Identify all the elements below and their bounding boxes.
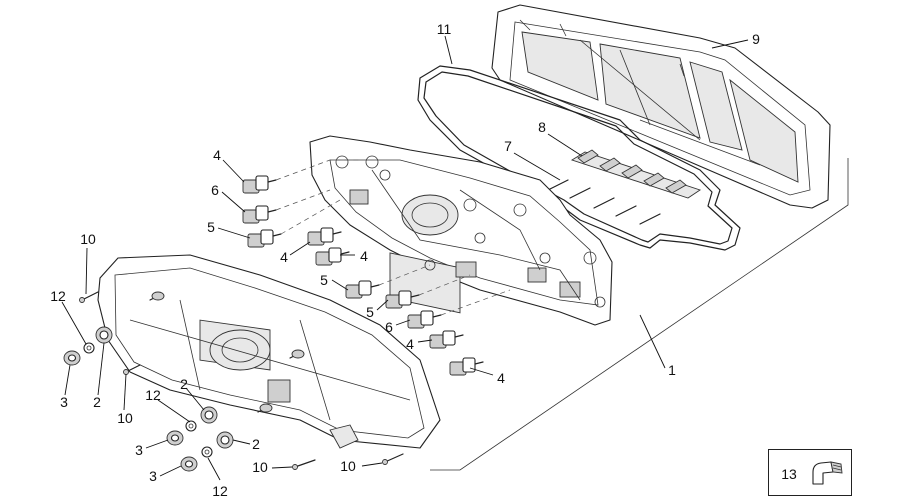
- bulb-socket: [315, 247, 350, 266]
- washer-12: [83, 342, 95, 354]
- callout-5: 5: [366, 304, 374, 320]
- nut-3: [63, 350, 81, 366]
- housing-stud: [289, 349, 305, 359]
- bulb-socket: [407, 310, 442, 329]
- spacer-2: [216, 431, 234, 449]
- rear-housing: [97, 254, 441, 449]
- callout-6: 6: [385, 319, 393, 335]
- callout-10: 10: [340, 458, 356, 474]
- callout-3: 3: [60, 394, 68, 410]
- bulb-socket: [242, 205, 277, 224]
- callout-12: 12: [212, 483, 228, 499]
- legend-number: 13: [781, 466, 797, 482]
- callout-4: 4: [406, 336, 414, 352]
- circuit-board: [309, 135, 613, 326]
- bulb-socket: [242, 175, 277, 194]
- fasteners: [63, 326, 234, 472]
- callout-1: 1: [668, 362, 676, 378]
- bulb-socket: [345, 280, 380, 299]
- callout-4: 4: [360, 248, 368, 264]
- washer-12: [201, 446, 213, 458]
- assembly-bracket-1: [430, 158, 849, 471]
- callout-2: 2: [252, 436, 260, 452]
- bulb-socket: [449, 357, 484, 376]
- legend-box-13: 13: [768, 449, 852, 496]
- housing-stud: [257, 403, 273, 413]
- bulb-socket: [247, 229, 282, 248]
- callout-11: 11: [436, 21, 452, 37]
- callout-8: 8: [538, 119, 546, 135]
- callout-12: 12: [50, 288, 66, 304]
- callout-4: 4: [213, 147, 221, 163]
- callout-5: 5: [207, 219, 215, 235]
- bulb-socket: [307, 227, 342, 246]
- part-9-front-cover: [491, 4, 831, 209]
- callout-10: 10: [80, 231, 96, 247]
- housing-stud: [149, 291, 165, 301]
- leader-lines: [61, 35, 749, 481]
- callout-4: 4: [280, 249, 288, 265]
- callout-3: 3: [135, 442, 143, 458]
- bulb-socket: [429, 330, 464, 349]
- callout-7: 7: [504, 138, 512, 154]
- callout-5: 5: [320, 272, 328, 288]
- callout-2: 2: [180, 376, 188, 392]
- callout-3: 3: [149, 468, 157, 484]
- callout-10: 10: [117, 410, 133, 426]
- callout-4: 4: [497, 370, 505, 386]
- callout-6: 6: [211, 182, 219, 198]
- callout-10: 10: [252, 459, 268, 475]
- callout-12: 12: [145, 387, 161, 403]
- callout-2: 2: [93, 394, 101, 410]
- spacer-2: [200, 406, 218, 424]
- nut-3: [180, 456, 198, 472]
- washer-12: [185, 420, 197, 432]
- connector-terminal-icon: [812, 461, 843, 485]
- spacer-2: [95, 326, 113, 344]
- callout-9: 9: [752, 31, 760, 47]
- nut-3: [166, 430, 184, 446]
